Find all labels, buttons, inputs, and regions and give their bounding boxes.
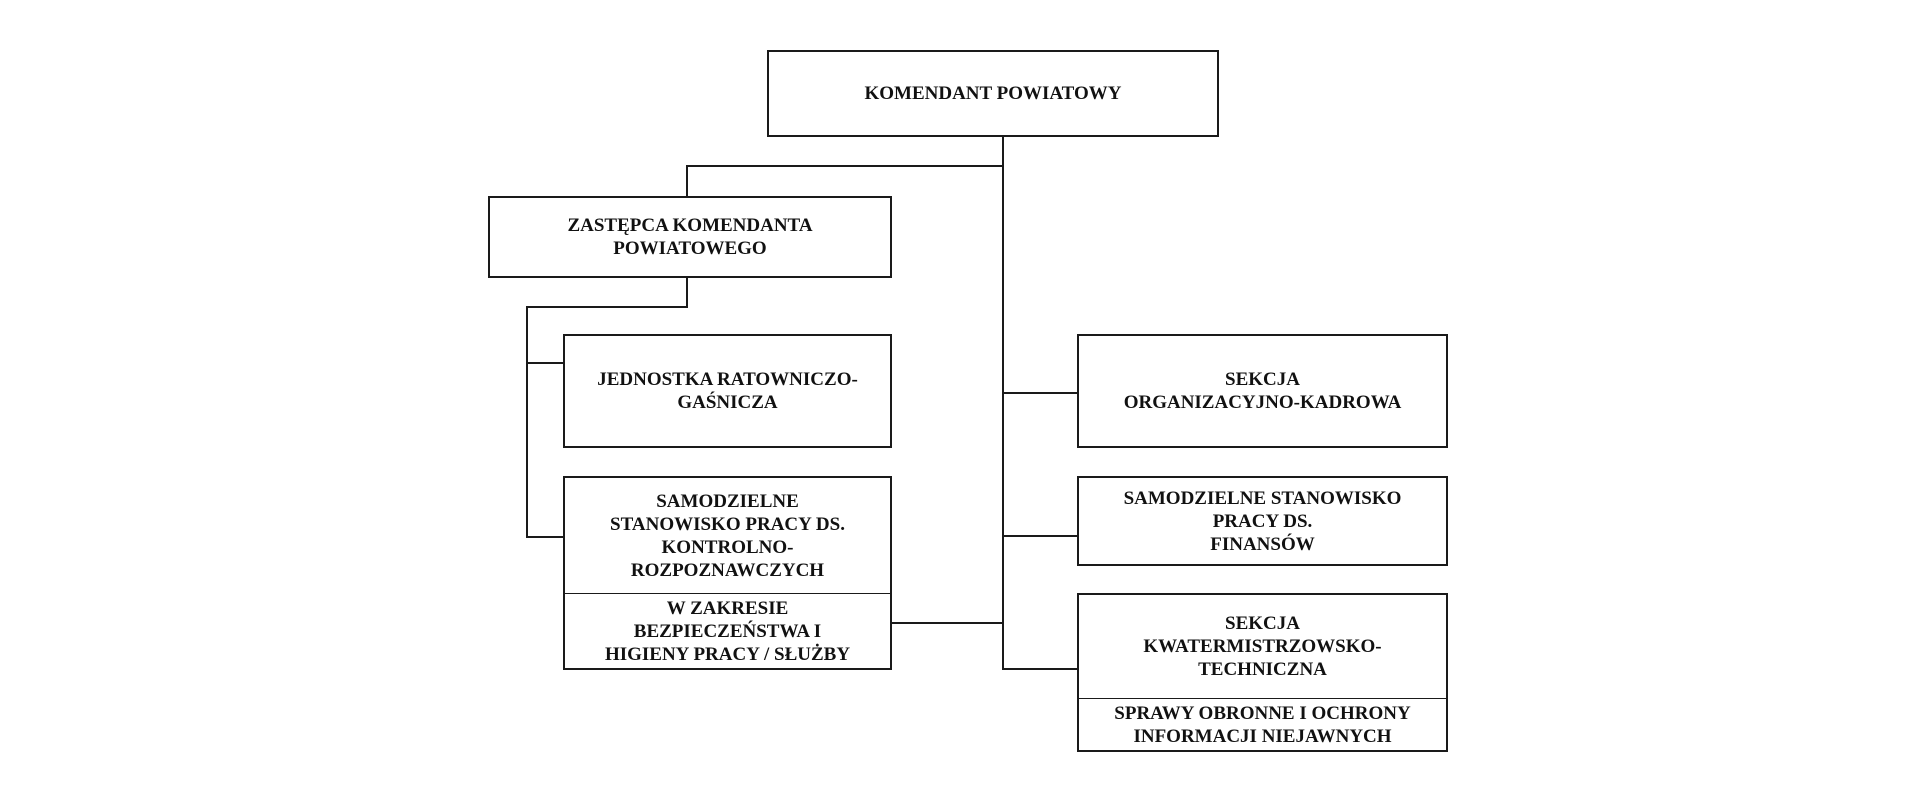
control-post-box: SAMODZIELNE STANOWISKO PRACY DS. KONTROL…: [563, 476, 892, 595]
rescue-unit-box: JEDNOSTKA RATOWNICZO- GAŚNICZA: [563, 334, 892, 448]
connector-to-control-post: [526, 536, 564, 538]
connector-head-trunk: [1002, 136, 1004, 670]
connector-deputy-below: [686, 276, 688, 308]
deputy-box: ZASTĘPCA KOMENDANTA POWIATOWEGO: [488, 196, 892, 278]
finance-post-box: SAMODZIELNE STANOWISKO PRACY DS. FINANSÓ…: [1077, 476, 1448, 566]
defence-post-box: SPRAWY OBRONNE I OCHRONY INFORMACJI NIEJ…: [1077, 698, 1448, 752]
connector-trunk-to-org-section: [1002, 392, 1078, 394]
bhp-post-box: W ZAKRESIE BEZPIECZEŃSTWA I HIGIENY PRAC…: [563, 593, 892, 670]
connector-deputy-trunk: [526, 306, 528, 538]
head-box: KOMENDANT POWIATOWY: [767, 50, 1219, 137]
connector-deputy-branch: [526, 306, 688, 308]
org-section-box: SEKCJA ORGANIZACYJNO-KADROWA: [1077, 334, 1448, 448]
connector-trunk-to-tech-section: [1002, 668, 1078, 670]
connector-head-to-deputy: [686, 165, 1004, 167]
connector-deputy-drop: [686, 165, 688, 197]
connector-trunk-to-finance-post: [1002, 535, 1078, 537]
tech-section-box: SEKCJA KWATERMISTRZOWSKO- TECHNICZNA: [1077, 593, 1448, 700]
connector-to-rescue-unit: [526, 362, 564, 364]
connector-bhp-to-trunk: [892, 622, 1004, 624]
